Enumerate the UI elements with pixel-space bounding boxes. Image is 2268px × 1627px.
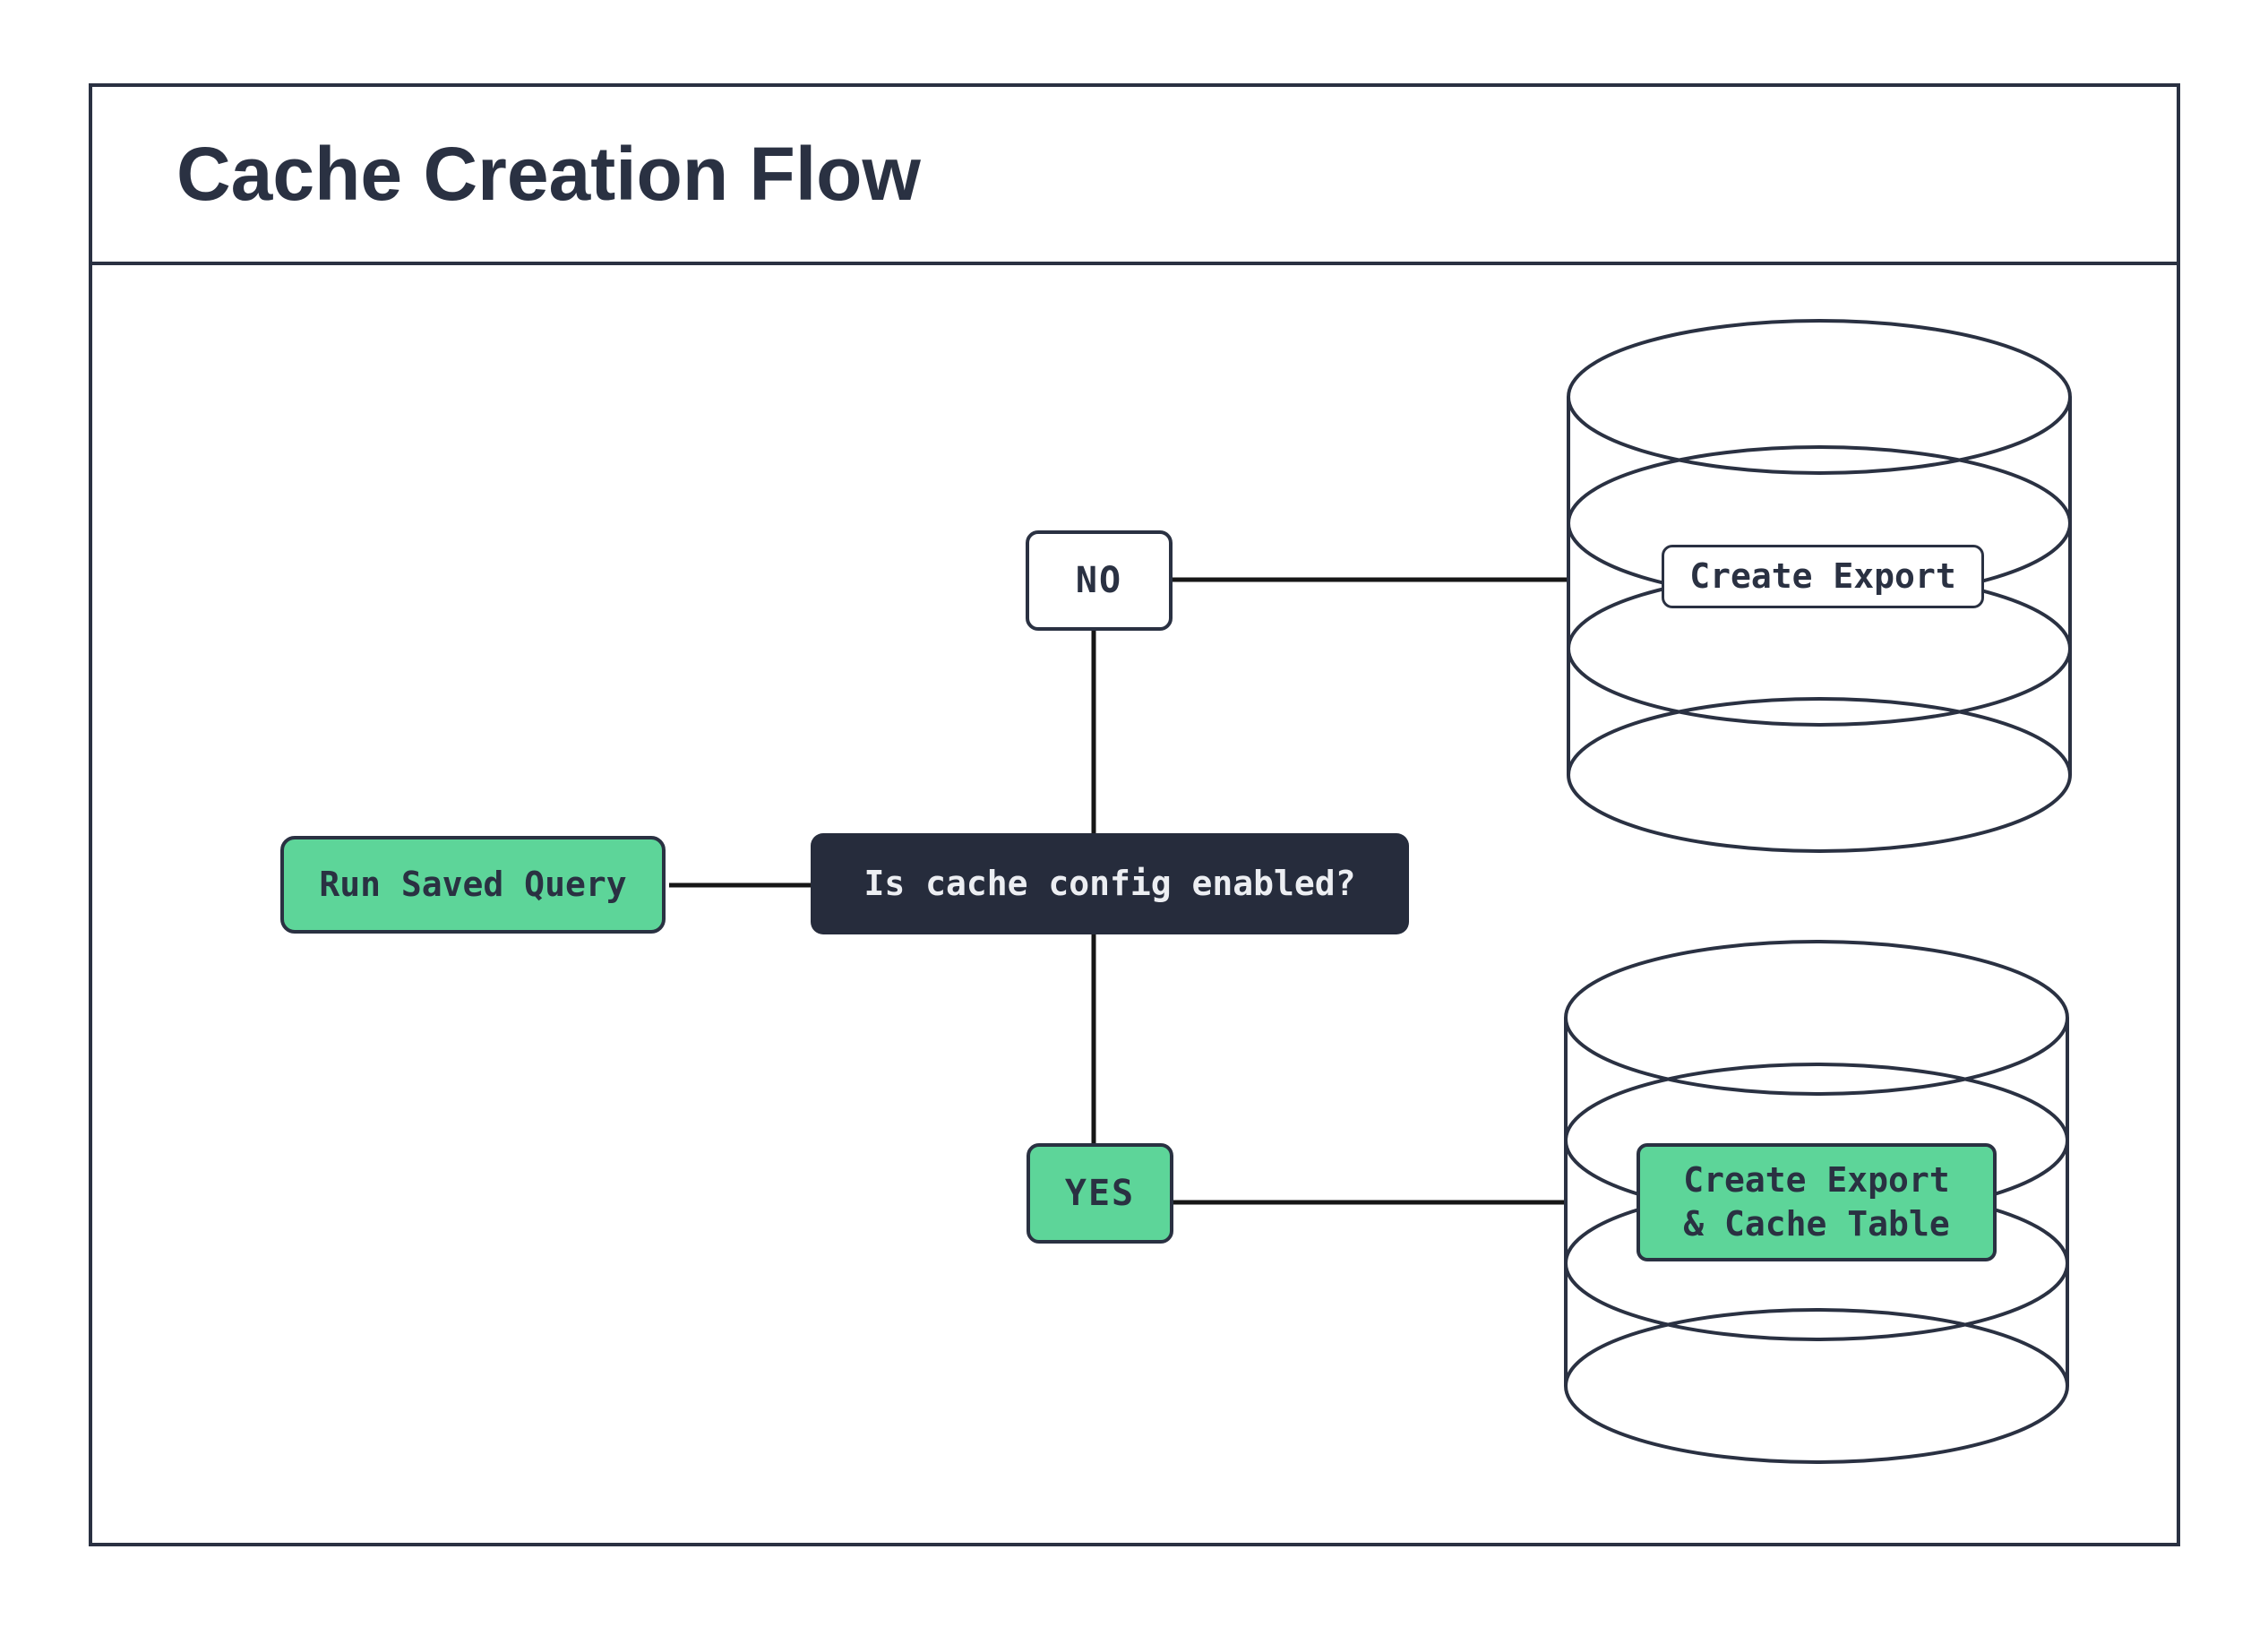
diagram-title: Cache Creation Flow (176, 132, 921, 216)
node-create-export-cache-table-line1: Create Export (1683, 1159, 1950, 1200)
node-create-export-cache-table-line2: & Cache Table (1683, 1204, 1950, 1244)
node-branch-yes: YES (1027, 1143, 1173, 1244)
node-create-export: Create Export (1662, 545, 1984, 608)
node-cache-config-decision-label: Is cache config enabled? (863, 863, 1356, 903)
node-branch-yes-label: YES (1064, 1173, 1136, 1214)
node-run-saved-query: Run Saved Query (280, 836, 666, 934)
title-bar: Cache Creation Flow (92, 87, 2177, 265)
node-branch-no: NO (1026, 530, 1173, 631)
diagram-frame: Cache Creation Flow (89, 83, 2180, 1546)
node-create-export-cache-table: Create Export & Cache Table (1637, 1143, 1997, 1261)
node-run-saved-query-label: Run Saved Query (319, 864, 627, 904)
node-create-export-label: Create Export (1689, 555, 1956, 596)
node-branch-no-label: NO (1075, 560, 1123, 601)
node-cache-config-decision: Is cache config enabled? (811, 833, 1409, 934)
